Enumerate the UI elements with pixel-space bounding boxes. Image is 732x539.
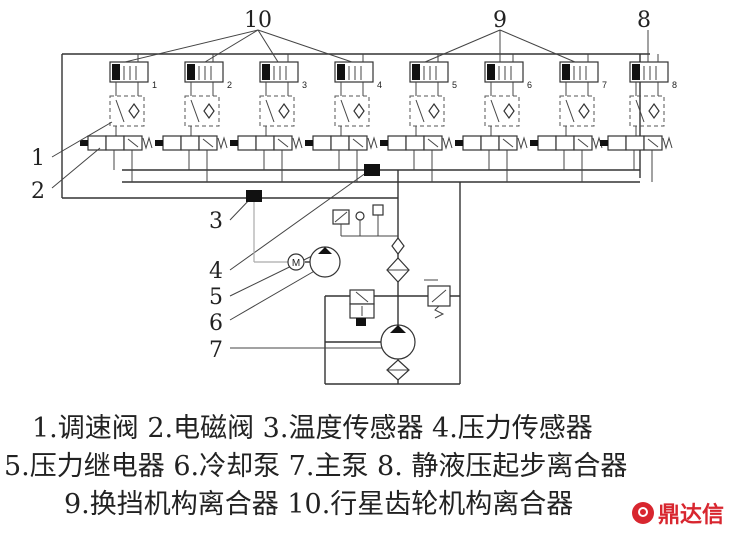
legend-line-1: 1.调速阀 2.电磁阀 3.温度传感器 4.压力传感器 [32, 413, 593, 444]
valve-tag: 6 [527, 80, 532, 90]
legend-line-2: 5.压力继电器 6.冷却泵 7.主泵 8. 静液压起步离合器 [4, 451, 628, 482]
callout-3: 3 [209, 209, 223, 234]
pressure-sensor [364, 164, 380, 176]
brand-logo-icon [631, 502, 654, 524]
valve-tag: 7 [602, 80, 607, 90]
filter-upper [386, 237, 410, 283]
clutch-valve-unit: 1 [80, 54, 157, 182]
motor-label: M [292, 258, 300, 269]
callout-1: 1 [31, 146, 45, 171]
pressure-relay [332, 204, 398, 237]
clutch-valve-unit: 7 [530, 54, 607, 182]
valve-tag: 4 [377, 80, 382, 90]
callout-2: 2 [31, 179, 45, 204]
valve-tag: 2 [227, 80, 232, 90]
clutch-valve-unit: 6 [455, 54, 532, 182]
callout-4: 4 [209, 259, 223, 284]
motor: M [287, 253, 305, 271]
temperature-sensor [246, 190, 262, 202]
valve-tag: 3 [302, 80, 307, 90]
valve-bank: 1 2 3 4 5 6 7 8 [80, 54, 677, 182]
relief-valve [424, 279, 451, 319]
clutch-valve-unit: 4 [305, 54, 382, 182]
clutch-valve-unit: 8 [600, 54, 677, 182]
solenoid-valve-bypass [349, 289, 375, 326]
watermark: 鼎达信 [631, 497, 724, 529]
valve-tag: 8 [672, 80, 677, 90]
filter-lower [386, 359, 410, 381]
watermark-text: 鼎达信 [657, 503, 724, 528]
callout-9: 9 [493, 8, 507, 33]
legend-line-3: 9.换挡机构离合器 10.行星齿轮机构离合器 [64, 489, 574, 520]
callout-7: 7 [209, 338, 223, 363]
cooling-pump [305, 246, 341, 278]
callout-5: 5 [209, 285, 223, 310]
callout-labels: 10 9 8 1 2 3 4 5 6 7 [31, 8, 651, 363]
clutch-valve-unit: 3 [230, 54, 307, 182]
callout-8: 8 [637, 8, 651, 33]
circuit-frame [61, 53, 650, 385]
callout-10: 10 [244, 8, 272, 33]
clutch-valve-unit: 2 [155, 54, 232, 182]
callout-6: 6 [209, 311, 223, 336]
main-pump [325, 324, 416, 360]
clutch-valve-unit: 5 [380, 54, 457, 182]
valve-tag: 1 [152, 80, 157, 90]
valve-tag: 5 [452, 80, 457, 90]
